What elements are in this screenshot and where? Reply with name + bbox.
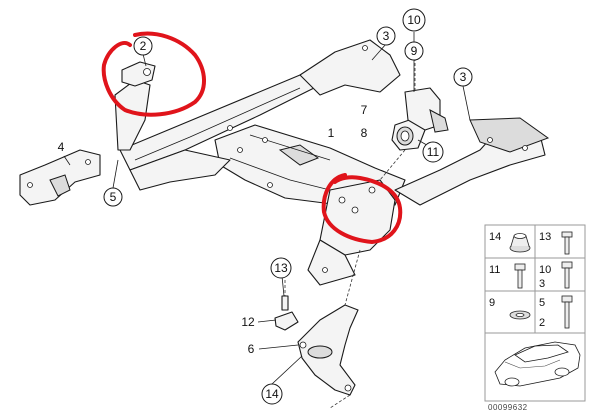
svg-text:3: 3	[460, 70, 467, 84]
svg-text:13: 13	[274, 261, 288, 275]
legend-label-14: 14	[489, 231, 501, 243]
washer-icon	[509, 310, 531, 320]
callout-5[interactable]: 5	[103, 187, 123, 207]
hardware-legend-box: 14 13 11 10 3 9 5 2	[484, 224, 586, 334]
label-1[interactable]: 1	[328, 126, 335, 140]
bolt-icon-11	[514, 263, 526, 289]
red-circle-around-part-2	[101, 31, 206, 117]
legend-label-9: 9	[489, 297, 495, 309]
callout-10[interactable]: 10	[402, 8, 426, 32]
control-arm-part-6	[297, 304, 359, 396]
red-circle-around-bracket	[321, 173, 403, 244]
callout-3-right[interactable]: 3	[453, 67, 473, 87]
svg-text:9: 9	[411, 44, 418, 58]
callout-3-top[interactable]: 3	[376, 26, 396, 46]
legend-label-2-sub: 2	[539, 317, 545, 329]
callout-2[interactable]: 2	[133, 36, 153, 56]
bolt-icon-10	[561, 261, 573, 289]
bracket-part-4	[19, 149, 101, 206]
svg-text:11: 11	[427, 145, 440, 159]
red-highlight-marks	[101, 31, 403, 244]
label-7[interactable]: 7	[361, 103, 368, 117]
diagram-code: 00099632	[488, 403, 528, 412]
legend-label-11: 11	[489, 264, 500, 276]
legend-label-10: 10	[539, 264, 551, 276]
svg-text:10: 10	[407, 13, 421, 27]
svg-text:12: 12	[241, 315, 255, 329]
svg-text:5: 5	[110, 190, 117, 204]
svg-text:2: 2	[140, 39, 147, 53]
svg-text:6: 6	[248, 342, 255, 356]
svg-text:3: 3	[383, 29, 390, 43]
svg-text:4: 4	[58, 140, 65, 154]
label-4[interactable]: 4	[58, 140, 65, 154]
legend-label-13: 13	[539, 231, 551, 243]
car-outline-icon	[494, 341, 581, 387]
bolt-icon-5	[561, 295, 573, 329]
car-thumbnail-box	[484, 332, 586, 402]
svg-text:7: 7	[361, 103, 368, 117]
subframe-main-carrier	[114, 39, 550, 286]
label-12[interactable]: 12	[241, 315, 255, 329]
bolt-icon-13	[561, 231, 573, 255]
callout-14[interactable]: 14	[261, 383, 283, 405]
legend-label-3-sub: 3	[539, 278, 545, 290]
svg-text:14: 14	[265, 387, 279, 401]
callout-9[interactable]: 9	[404, 41, 424, 61]
svg-text:1: 1	[328, 126, 335, 140]
leader-lines	[63, 32, 471, 385]
mount-bracket-part-2	[121, 61, 156, 87]
label-6[interactable]: 6	[248, 342, 255, 356]
label-8[interactable]: 8	[361, 126, 368, 140]
callout-13[interactable]: 13	[270, 257, 292, 279]
legend-label-5: 5	[539, 297, 545, 309]
callout-11[interactable]: 11	[422, 141, 444, 163]
ball-joint-part-12	[274, 295, 299, 331]
svg-text:8: 8	[361, 126, 368, 140]
mount-bracket-part-9	[404, 87, 449, 133]
rubber-mount-part-11	[391, 117, 426, 151]
rubber-bushing-icon	[509, 233, 531, 253]
